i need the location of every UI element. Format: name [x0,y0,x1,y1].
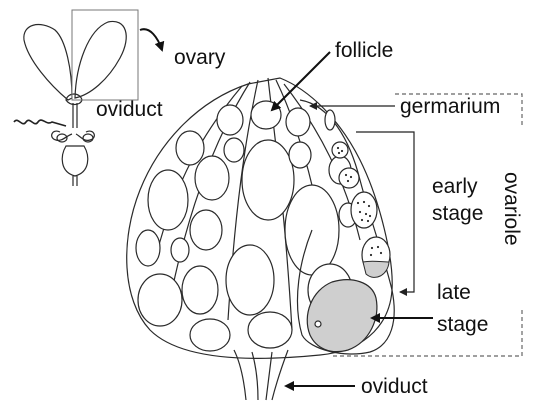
inset-accessory-left [52,131,72,140]
early-follicle [332,142,348,158]
late-stage-nucleus [315,321,321,327]
follicle [242,140,294,220]
early-follicle [339,168,359,188]
label-late: late [437,281,471,304]
follicle [182,266,218,314]
label-early-stage: stage [432,202,483,225]
label-germarium: germarium [400,95,500,118]
arrow-follicle [272,52,330,110]
follicle [148,170,188,230]
label-ovariole: ovariole [500,172,523,246]
arrow-inset-to-ovary [140,29,162,50]
label-ovary: ovary [174,46,226,69]
inset-right-ovary [75,21,126,98]
follicle [286,108,310,136]
mid-follicle-yolk [363,261,389,277]
label-oviduct-bottom: oviduct [361,375,428,398]
follicle [224,138,244,162]
follicle [190,210,222,250]
follicle [217,105,243,135]
follicle [176,131,204,165]
germarium-cells [325,110,335,130]
follicle [289,142,311,168]
inset-genital-tip [73,176,77,186]
label-late-stage: stage [437,313,488,336]
follicle [226,245,274,315]
label-early: early [432,175,478,198]
inset-left-ovary [24,25,72,100]
main-ovary [127,78,394,400]
follicle [248,312,292,348]
inset-uterus [62,146,87,176]
early-follicle [351,192,377,228]
follicle [195,156,229,200]
inset-accessory-right [76,131,94,140]
follicle [136,230,160,266]
inset-coiled-organ [14,120,66,126]
follicle [171,238,189,262]
label-oviduct-inset: oviduct [96,98,163,121]
follicle [190,319,230,351]
inset-oviduct-tube [73,103,77,128]
label-follicle: follicle [335,39,393,62]
follicle [138,274,182,326]
